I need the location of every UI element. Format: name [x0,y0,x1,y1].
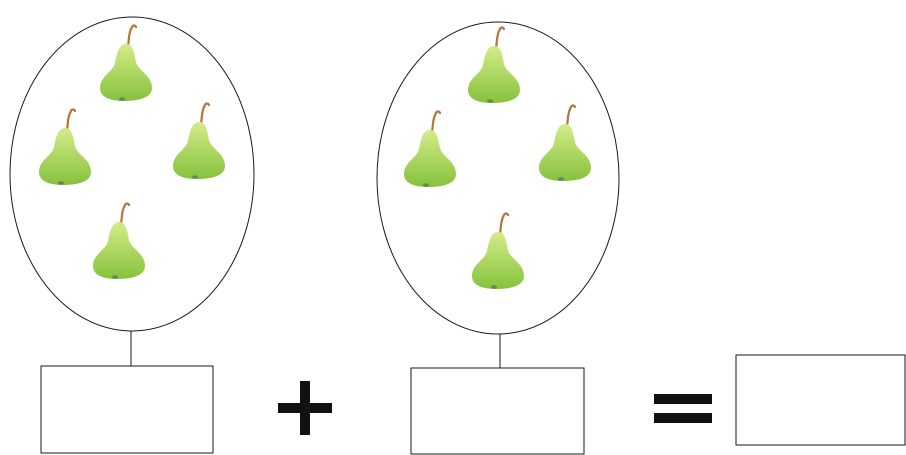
pear [91,202,147,281]
equals-sign [654,394,712,423]
result-answer-box[interactable] [735,354,906,446]
pear [171,102,227,181]
left-group [9,16,255,366]
pear [537,104,593,183]
right-group-ellipse [376,21,620,335]
left-group-ellipse [9,16,255,332]
pear [37,108,93,187]
pear [402,110,458,189]
plus-sign [278,381,332,435]
pear [470,212,526,291]
right-group [376,21,620,368]
right-answer-box[interactable] [410,367,585,455]
pear [466,26,522,105]
pear [98,24,154,103]
left-answer-box[interactable] [40,365,214,454]
